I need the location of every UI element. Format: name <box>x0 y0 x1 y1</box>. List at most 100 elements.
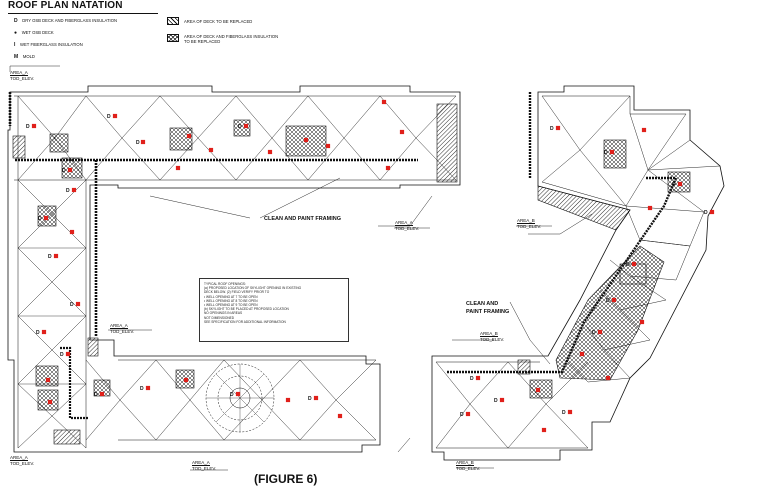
notes-line: (a) PROPOSED LOCATION OF SKYLIGHT OPENIN… <box>204 286 302 291</box>
svg-text:D: D <box>308 396 312 402</box>
svg-text:D: D <box>62 168 66 174</box>
page-title: ROOF PLAN NATATION <box>8 0 123 11</box>
figure-caption: (FIGURE 6) <box>254 472 318 486</box>
area-tag-name: AREA_A <box>10 70 28 76</box>
area-tag-elev: TOD_ELEV. <box>10 76 35 81</box>
legend-swatch-deck-insulation-replaced <box>167 34 179 42</box>
notes-line: SEE SPECIFICATION FOR ADDITIONAL INFORMA… <box>204 319 286 324</box>
svg-text:D: D <box>460 412 464 418</box>
svg-text:D: D <box>60 352 64 358</box>
hatched-wall <box>87 337 99 357</box>
svg-text:D: D <box>136 140 140 146</box>
notes-line: DECK BELOW. (2) FIELD VERIFY PRIOR TO <box>204 290 270 295</box>
svg-text:D: D <box>107 114 111 120</box>
area-tag-elev: TOD_ELEV. <box>480 337 505 342</box>
replacement-area <box>529 379 553 399</box>
legend-label-line: AREA OF DECK AND FIBERGLASS INSULATION <box>184 34 279 39</box>
area-tag-name: AREA_A <box>395 220 413 226</box>
legend-item-wet-insulation: I WET FIBERGLASS INSULATION <box>14 42 83 48</box>
area-tag-elev: TOD_ELEV. <box>517 224 542 229</box>
replacement-area <box>603 139 627 169</box>
svg-text:D: D <box>36 330 40 336</box>
svg-text:D: D <box>550 126 554 132</box>
hatched-wall <box>537 185 631 231</box>
area-tag-elev: TOD_ELEV. <box>192 466 217 471</box>
svg-text:D: D <box>38 216 42 222</box>
title-underline <box>8 13 158 14</box>
legend-label: WET FIBERGLASS INSULATION <box>20 42 83 47</box>
notes-line: NOT DIMENSIONED <box>204 315 235 320</box>
svg-text:D: D <box>470 376 474 382</box>
notes-line: • WELL OPENING AT 7 TO BE OPEN <box>204 294 258 299</box>
svg-text:D: D <box>238 124 242 130</box>
walkway-path <box>60 346 88 420</box>
notes-line: • WELL OPENING AT 9 TO BE OPEN <box>204 303 258 308</box>
walkway-path <box>446 92 678 374</box>
note-clean-paint-framing: CLEAN AND PAINT FRAMING <box>264 216 341 222</box>
area-tag-name: AREA_B <box>456 460 474 466</box>
hatched-wall <box>53 429 81 445</box>
svg-text:D: D <box>604 150 608 156</box>
svg-text:D: D <box>704 210 708 216</box>
hatched-wall <box>12 135 26 159</box>
tag-lines <box>9 65 552 471</box>
area-tag: AREA_B TOD_ELEV. <box>517 218 541 229</box>
svg-text:D: D <box>140 386 144 392</box>
legend-label-deck-insulation-replaced: AREA OF DECK AND FIBERGLASS INSULATION T… <box>184 34 278 44</box>
area-tag: AREA_A TOD_ELEV. <box>10 455 34 466</box>
notes-line: TYPICAL ROOF OPENINGS: <box>204 282 246 286</box>
area-tag: AREA_A TOD_ELEV. <box>110 323 134 334</box>
legend-item-mold: M MOLD <box>14 54 35 60</box>
leader-lines <box>149 177 593 453</box>
note-clean-paint-framing-right: CLEAN AND PAINT FRAMING <box>466 300 509 316</box>
svg-text:D: D <box>26 124 30 130</box>
notes-line: • WELL OPENING AT 8 TO BE OPEN <box>204 298 258 303</box>
legend-swatch-deck-replaced <box>167 17 179 25</box>
area-tag-elev: TOD_ELEV. <box>456 466 481 471</box>
area-tag: AREA_A TOD_ELEV. <box>192 460 216 471</box>
area-tag: AREA_A TOD_ELEV. <box>10 70 34 81</box>
note-line: CLEAN AND <box>466 301 499 307</box>
legend-symbol: ● <box>14 30 18 36</box>
legend-symbol: M <box>14 54 19 60</box>
area-tag-elev: TOD_ELEV. <box>10 461 35 466</box>
walkway-path <box>8 92 418 336</box>
svg-text:D: D <box>94 392 98 398</box>
legend-symbol: D <box>14 18 18 24</box>
notes-line: NO OPENINGS IN AREAS <box>204 311 243 316</box>
legend-item-dry: D DRY OSB DECK AND FIBERGLASS INSULATION <box>14 18 117 24</box>
area-tag-name: AREA_A <box>10 455 28 461</box>
area-tag: AREA_B TOD_ELEV. <box>456 460 480 471</box>
area-tag-elev: TOD_ELEV. <box>395 226 420 231</box>
hatched-wall <box>436 103 458 183</box>
area-tag-name: AREA_A <box>192 460 210 466</box>
area-tag-name: AREA_B <box>480 331 498 337</box>
svg-text:D: D <box>606 298 610 304</box>
svg-text:D: D <box>592 330 596 336</box>
area-tag-name: AREA_B <box>517 218 535 224</box>
legend-item-wet-deck: ● WET OSB DECK <box>14 30 54 36</box>
svg-text:D: D <box>48 254 52 260</box>
area-tag-name: AREA_A <box>110 323 128 329</box>
svg-text:D: D <box>66 188 70 194</box>
area-tag-elev: TOD_ELEV. <box>110 329 135 334</box>
legend-label-line: TO BE REPLACED <box>184 39 221 44</box>
area-tag: AREA_A TOD_ELEV. <box>395 220 419 231</box>
legend-label: DRY OSB DECK AND FIBERGLASS INSULATION <box>22 18 117 23</box>
svg-text:D: D <box>562 410 566 416</box>
svg-text:D: D <box>672 182 676 188</box>
svg-text:D: D <box>494 398 498 404</box>
notes-line: (b) SKYLIGHT TO BE PLACED AT PROPOSED LO… <box>204 307 289 312</box>
legend-label: WET OSB DECK <box>21 30 54 35</box>
legend-symbol: I <box>14 42 16 48</box>
area-tag: AREA_B TOD_ELEV. <box>480 331 504 342</box>
notes-box: TYPICAL ROOF OPENINGS: (a) PROPOSED LOCA… <box>199 278 349 342</box>
svg-text:D: D <box>70 302 74 308</box>
note-line: PAINT FRAMING <box>466 309 510 315</box>
svg-text:D: D <box>230 392 234 398</box>
legend-label: MOLD <box>22 54 35 59</box>
hatched-wall <box>517 359 531 375</box>
svg-text:D: D <box>626 262 630 268</box>
notes-box-content: TYPICAL ROOF OPENINGS: (a) PROPOSED LOCA… <box>200 279 348 327</box>
